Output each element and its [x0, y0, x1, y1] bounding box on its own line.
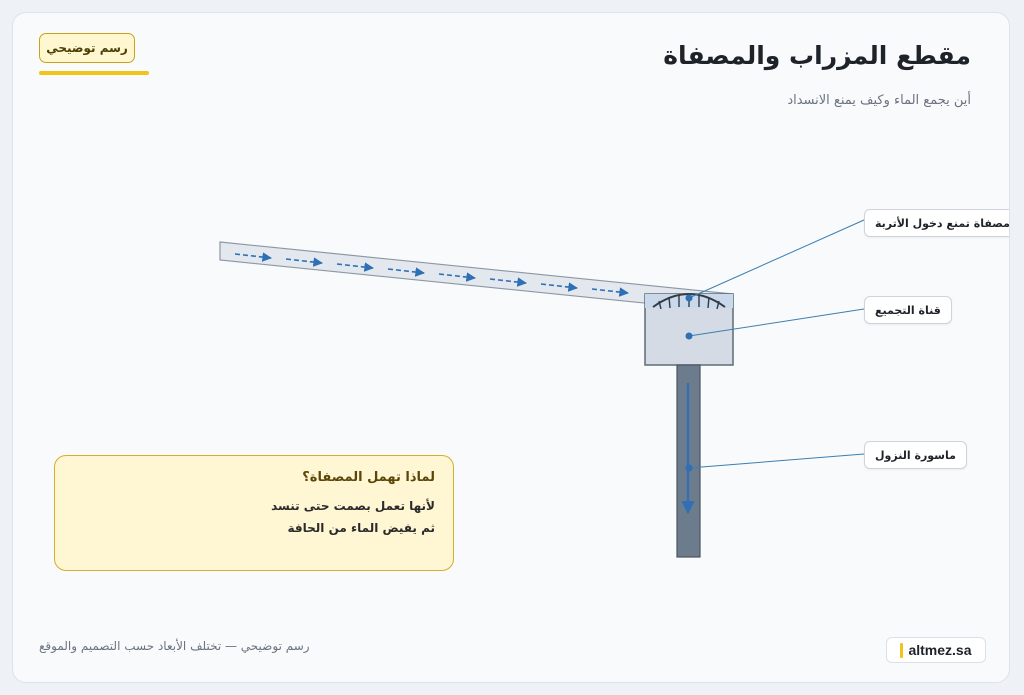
flow-arrow [285, 257, 323, 267]
flow-arrow [387, 267, 425, 277]
leader-line-filter [688, 219, 865, 299]
flow-arrow [591, 287, 629, 297]
note-title: لماذا تهمل المصفاة؟ [302, 470, 435, 485]
gutter-diagram [219, 219, 865, 558]
info-note: لماذا تهمل المصفاة؟ لأنها تعمل بصمت حتى … [54, 455, 454, 571]
diagram-card: مقطع المزراب والمصفاة أين يجمع الماء وكي… [12, 12, 1010, 683]
brand-name: altmez.sa [908, 642, 972, 658]
footer-note: رسم توضيحي — تختلف الأبعاد حسب التصميم و… [39, 639, 310, 653]
leader-dot-pipe [685, 464, 693, 472]
leader-dot-filter [685, 294, 693, 302]
badge-underline [39, 71, 149, 75]
flow-arrow [234, 252, 272, 262]
callout-filter: مصفاة تمنع دخول الأتربة [864, 209, 1009, 237]
leader-dot-channel [685, 332, 693, 340]
note-line: ثم يفيض الماء من الحافة [287, 521, 435, 535]
leader-line-pipe [688, 453, 865, 469]
flow-arrow [540, 282, 578, 292]
callout-channel: قناة التجميع [864, 296, 952, 324]
note-line: لأنها تعمل بصمت حتى تنسد [271, 499, 435, 513]
leader-line-channel [688, 308, 865, 337]
page-subtitle: أين يجمع الماء وكيف يمنع الانسداد [787, 93, 971, 108]
brand-logo: altmez.sa [886, 637, 986, 663]
brand-mark-icon [900, 642, 904, 658]
flow-arrow [489, 277, 527, 287]
illustration-badge: رسم توضيحي [39, 33, 135, 63]
flow-arrow [336, 262, 374, 272]
callout-pipe: ماسورة النزول [864, 441, 967, 469]
page-title: مقطع المزراب والمصفاة [663, 41, 971, 70]
flow-arrows [234, 252, 629, 297]
flow-arrow [438, 272, 476, 282]
